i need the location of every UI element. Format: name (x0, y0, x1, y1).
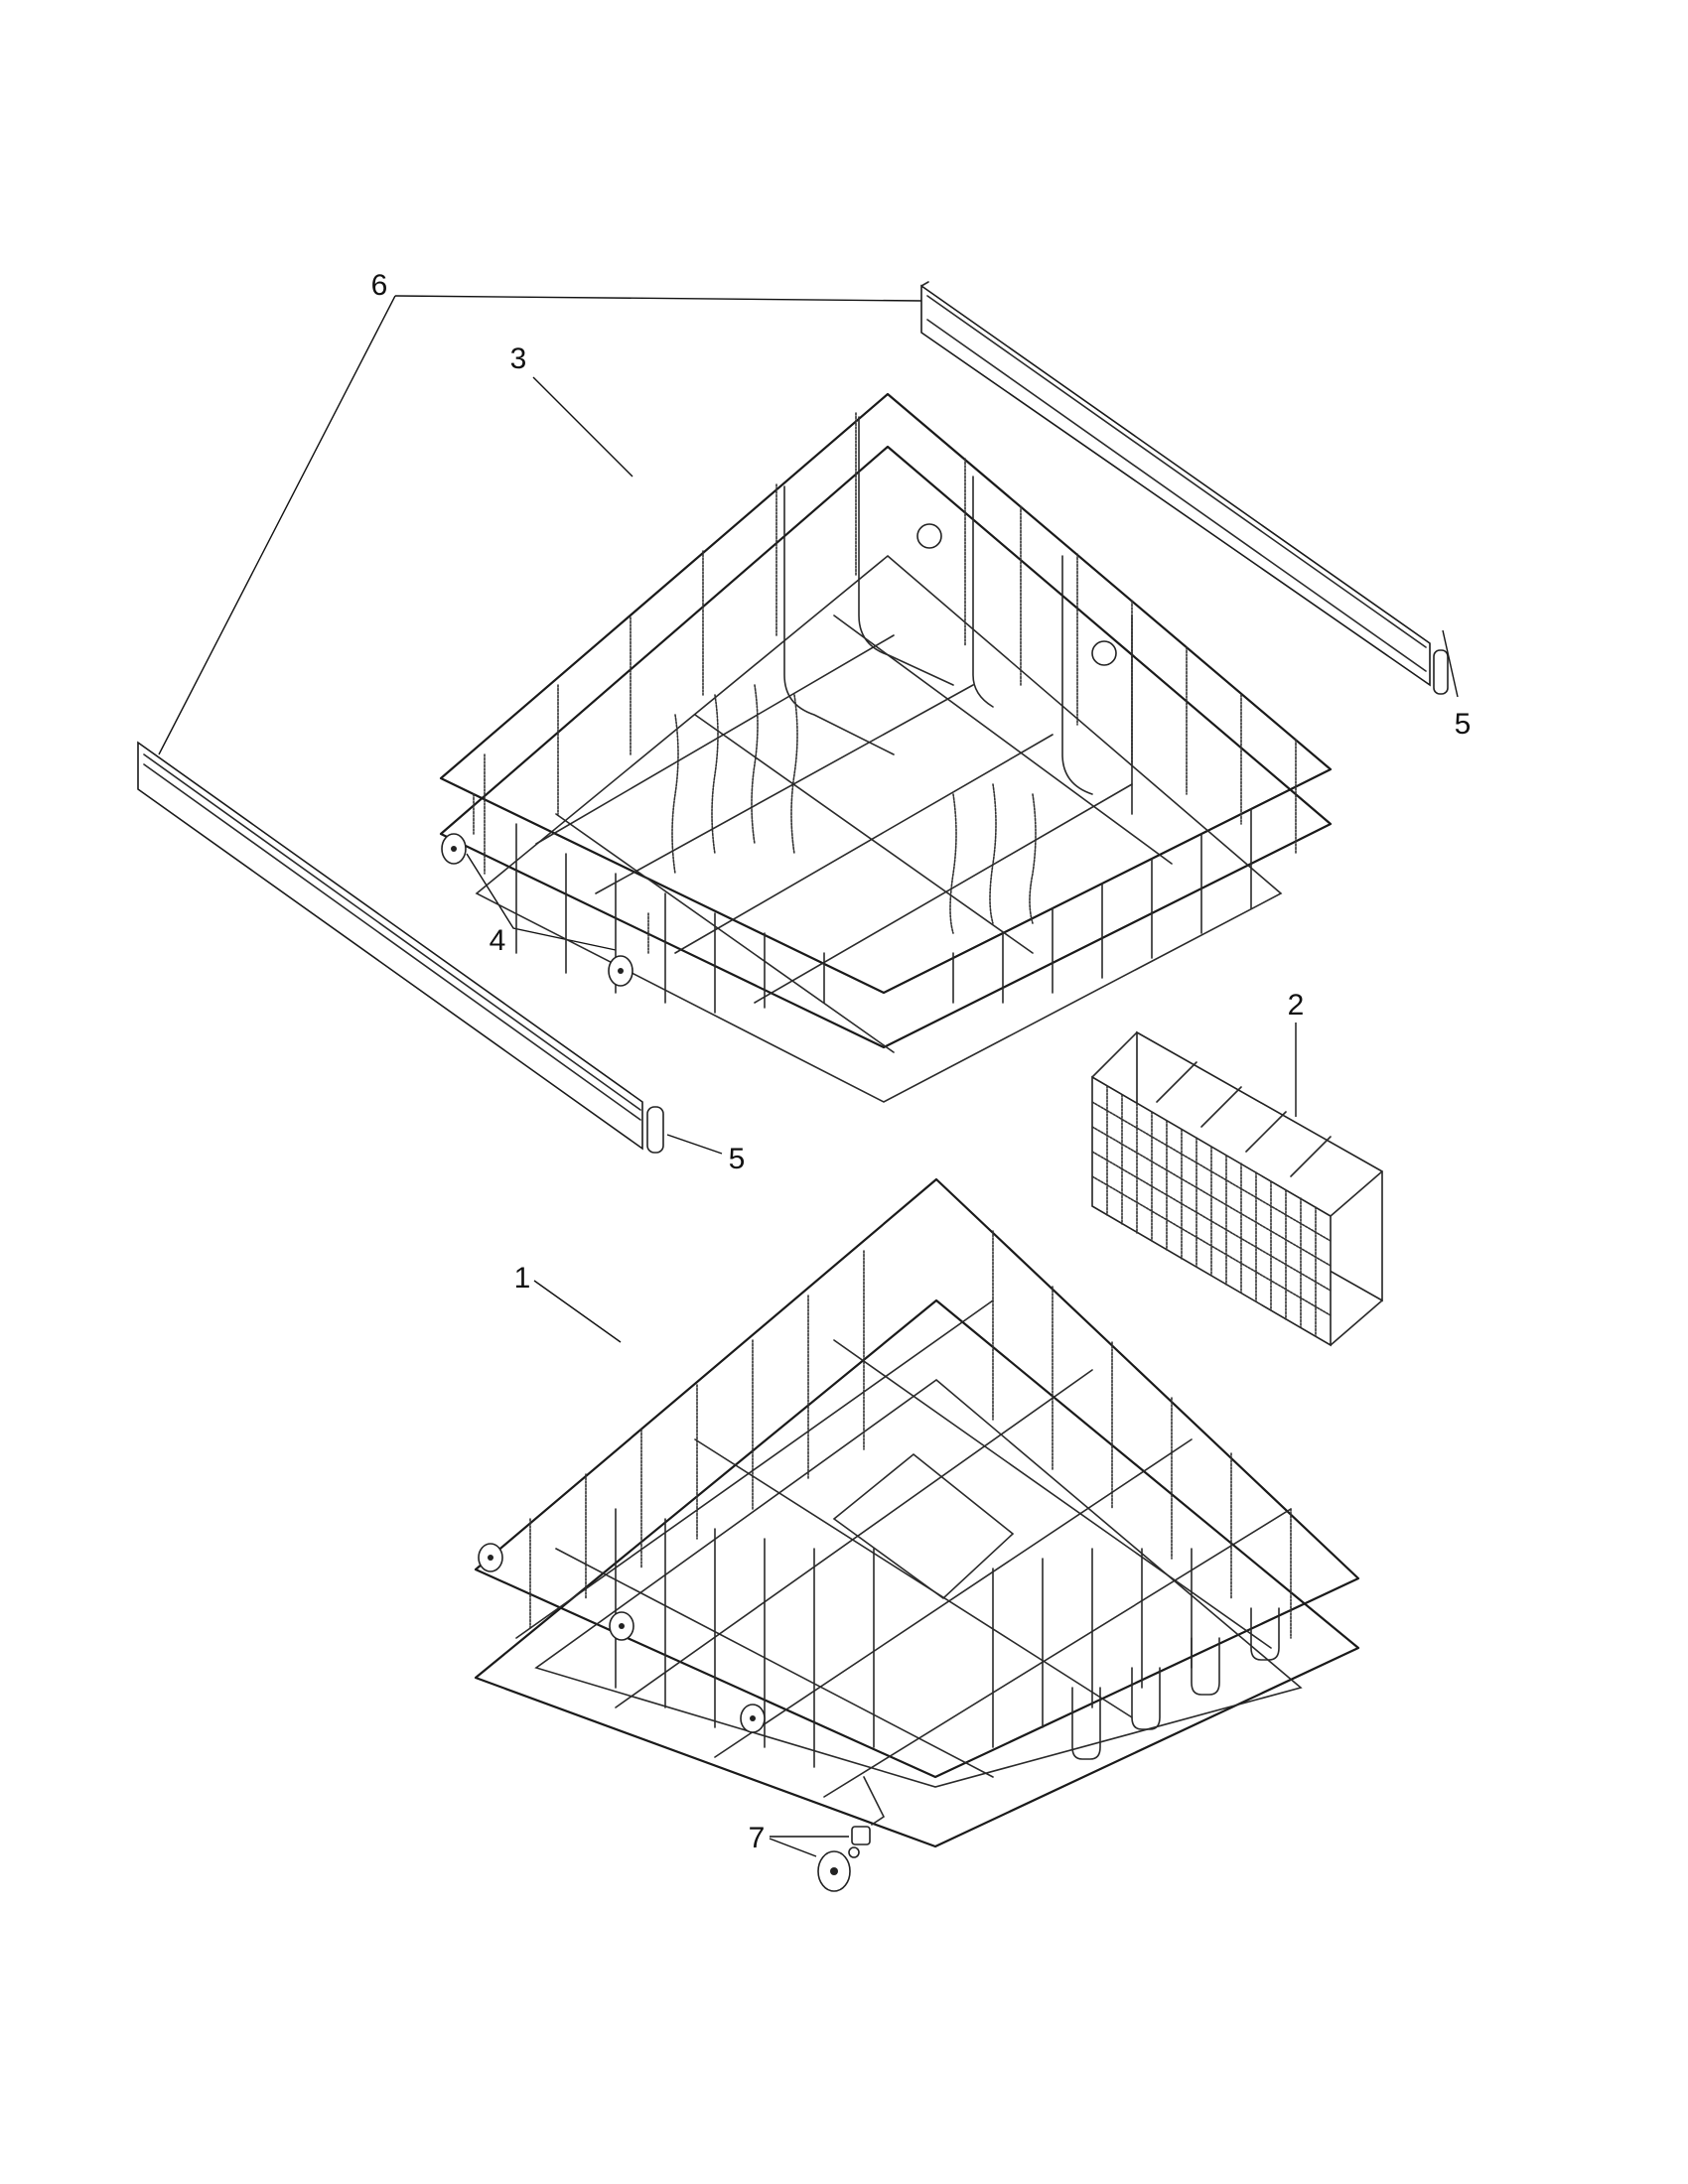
left-rail-end-cap (646, 1106, 664, 1154)
right-rail-end-cap (1433, 649, 1449, 695)
callout-6: 6 (370, 269, 388, 302)
wheel-assembly (817, 1776, 886, 1892)
leader-4 (466, 853, 617, 951)
leader-5-left (666, 1134, 723, 1155)
spray-hub-icon (1091, 640, 1117, 666)
leader-6-right-rail (394, 295, 922, 302)
silverware-basket (1091, 1030, 1383, 1347)
leader-5-right (1442, 629, 1459, 698)
leader-3 (532, 376, 633, 478)
callout-4: 4 (489, 924, 506, 957)
callout-2: 2 (1287, 989, 1305, 1022)
upper-rack-wheels (441, 793, 649, 987)
leader-1 (533, 1280, 622, 1343)
lower-rack (474, 1177, 1360, 1848)
wheel-clip-icon (851, 1826, 871, 1845)
spray-hub-icon (916, 523, 942, 549)
upper-rack (439, 392, 1333, 1103)
right-rail (920, 281, 1449, 695)
lower-rack-wheels (478, 1543, 766, 1733)
callout-5-left: 5 (728, 1143, 746, 1175)
leader-lines (158, 295, 1459, 1857)
callout-5-right: 5 (1454, 708, 1472, 741)
leader-7-wheel (769, 1838, 817, 1857)
callout-3: 3 (509, 342, 527, 375)
callout-1: 1 (513, 1262, 531, 1295)
callout-7: 7 (748, 1822, 766, 1854)
left-rail (137, 741, 664, 1154)
leader-6-left-rail (158, 295, 396, 755)
